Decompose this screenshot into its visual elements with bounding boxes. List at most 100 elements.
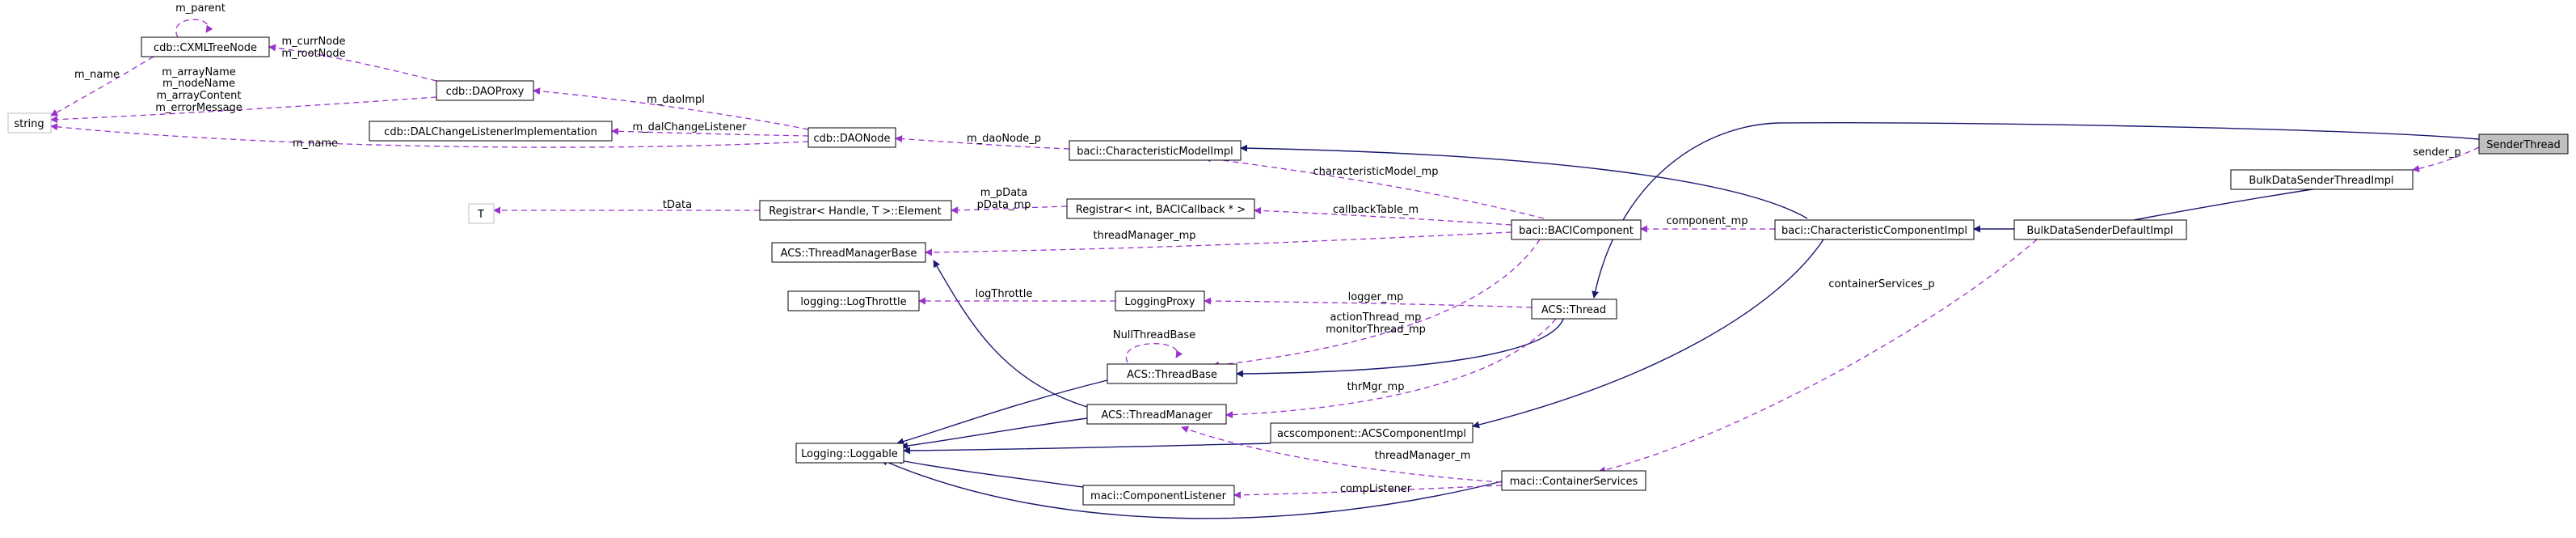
edge-threadmanager-mp bbox=[925, 231, 1512, 256]
svg-text:cdb::DAONode: cdb::DAONode bbox=[813, 133, 890, 145]
node-sender-thread[interactable]: SenderThread bbox=[2478, 133, 2569, 155]
edge-m-currnode bbox=[268, 44, 437, 82]
node-loggable[interactable]: Logging::Loggable bbox=[795, 443, 904, 464]
label-thrmgr-mp: thrMgr_mp bbox=[1347, 381, 1405, 393]
label-nullthreadbase: NullThreadBase bbox=[1113, 329, 1195, 341]
node-characteristic-component[interactable]: baci::CharacteristicComponentImpl bbox=[1774, 219, 1975, 240]
edge-actionthread-mp bbox=[1212, 239, 1541, 369]
label-m-name-daonode: m_name bbox=[293, 138, 338, 150]
edge-callbacktable-m bbox=[1254, 206, 1512, 226]
svg-text:BulkDataSenderDefaultImpl: BulkDataSenderDefaultImpl bbox=[2026, 225, 2173, 237]
svg-text:Registrar< int, BACICallback *: Registrar< int, BACICallback * > bbox=[1076, 204, 1246, 216]
node-t[interactable]: T bbox=[468, 203, 495, 224]
node-thread-base[interactable]: ACS::ThreadBase bbox=[1107, 363, 1237, 384]
svg-text:BulkDataSenderThreadImpl: BulkDataSenderThreadImpl bbox=[2249, 175, 2393, 187]
label-tdata: tData bbox=[663, 199, 692, 211]
node-bulk-sender-thread[interactable]: BulkDataSenderThreadImpl bbox=[2230, 169, 2414, 190]
label-containerservices-p: containerServices_p bbox=[1828, 278, 1934, 290]
label-m-pdata: m_pData bbox=[980, 187, 1027, 199]
svg-text:ACS::ThreadManager: ACS::ThreadManager bbox=[1101, 409, 1212, 422]
svg-text:Registrar< Handle, T >::Elemen: Registrar< Handle, T >::Element bbox=[769, 205, 942, 218]
label-logthrottle: logThrottle bbox=[976, 288, 1033, 300]
svg-text:ACS::ThreadManagerBase: ACS::ThreadManagerBase bbox=[781, 248, 917, 260]
label-logger-mp: logger_mp bbox=[1348, 291, 1404, 303]
node-baci-component[interactable]: baci::BACIComponent bbox=[1511, 219, 1642, 240]
label-m-daoimpl: m_daoImpl bbox=[647, 94, 705, 106]
label-m-arraycontent: m_arrayContent bbox=[157, 90, 242, 102]
label-component-mp: component_mp bbox=[1667, 215, 1748, 227]
edge-acs-component-to-loggable bbox=[903, 443, 1271, 455]
edge-m-pdata bbox=[951, 205, 1068, 214]
node-registrar-element[interactable]: Registrar< Handle, T >::Element bbox=[759, 200, 952, 221]
label-complistener: compListener bbox=[1340, 483, 1412, 495]
svg-text:cdb::DALChangeListenerImplemen: cdb::DALChangeListenerImplementation bbox=[384, 126, 597, 138]
edge-m-name-daonode bbox=[50, 123, 809, 148]
label-threadmanager-mp: threadManager_mp bbox=[1093, 230, 1195, 242]
edge-m-dalchangelistener bbox=[611, 127, 809, 137]
label-m-daonode-p: m_daoNode_p bbox=[967, 133, 1041, 145]
node-cxml-tree-node[interactable]: cdb::CXMLTreeNode bbox=[141, 36, 270, 57]
label-m-parent: m_parent bbox=[175, 2, 226, 15]
node-log-throttle[interactable]: logging::LogThrottle bbox=[787, 290, 920, 311]
node-string[interactable]: string bbox=[7, 112, 52, 133]
edge-thread-manager-to-loggable bbox=[900, 417, 1088, 450]
node-characteristic-model[interactable]: baci::CharacteristicModelImpl bbox=[1069, 140, 1242, 161]
svg-text:maci::ComponentListener: maci::ComponentListener bbox=[1090, 490, 1227, 502]
node-acs-thread[interactable]: ACS::Thread bbox=[1531, 299, 1617, 320]
label-sender-p: sender_p bbox=[2413, 146, 2460, 159]
edge-bulk-default-to-bulk-thread bbox=[2133, 181, 2345, 221]
label-m-arrayname: m_arrayName bbox=[162, 66, 236, 78]
svg-text:cdb::CXMLTreeNode: cdb::CXMLTreeNode bbox=[154, 42, 257, 54]
label-callbacktable-m: callbackTable_m bbox=[1333, 204, 1419, 216]
edge-thread-manager-to-thread-manager-base bbox=[933, 260, 1088, 408]
edge-complistener bbox=[1233, 485, 1503, 499]
node-acs-component[interactable]: acscomponent::ACSComponentImpl bbox=[1270, 422, 1474, 443]
label-pdata-mp: pData_mp bbox=[977, 199, 1031, 211]
label-m-name-cxml: m_name bbox=[74, 69, 120, 81]
node-thread-manager-base[interactable]: ACS::ThreadManagerBase bbox=[771, 242, 926, 263]
svg-text:T: T bbox=[477, 209, 484, 221]
node-bulk-sender-default[interactable]: BulkDataSenderDefaultImpl bbox=[2013, 219, 2187, 240]
edge-dao-proxy-to-string bbox=[50, 96, 437, 124]
node-dao-proxy[interactable]: cdb::DAOProxy bbox=[436, 80, 534, 101]
svg-text:Logging::Loggable: Logging::Loggable bbox=[801, 448, 898, 460]
nodes: cdb::CXMLTreeNode string cdb::DAOProxy c… bbox=[7, 36, 2569, 506]
edge-m-name-cxml bbox=[50, 56, 154, 116]
label-m-dalchangelistener: m_dalChangeListener bbox=[632, 121, 747, 133]
node-dal-change-listener[interactable]: cdb::DALChangeListenerImplementation bbox=[369, 121, 613, 142]
edge-thrmgr-mp bbox=[1225, 318, 1557, 419]
edge-sender-p bbox=[2412, 146, 2480, 172]
edge-characteristicmodel-mp bbox=[1204, 155, 1545, 219]
svg-text:baci::BACIComponent: baci::BACIComponent bbox=[1519, 225, 1634, 237]
edge-container-services-to-loggable bbox=[880, 459, 1503, 519]
label-m-rootnode: m_rootNode bbox=[281, 48, 345, 60]
usage-edges bbox=[50, 19, 2480, 499]
label-characteristicmodel-mp: characteristicModel_mp bbox=[1313, 166, 1439, 178]
edge-characteristic-component-to-acs-component bbox=[1472, 239, 1824, 429]
label-monitorthread-mp: monitorThread_mp bbox=[1326, 324, 1426, 336]
node-container-services[interactable]: maci::ContainerServices bbox=[1501, 470, 1646, 491]
svg-text:baci::CharacteristicModelImpl: baci::CharacteristicModelImpl bbox=[1077, 146, 1233, 158]
svg-text:LoggingProxy: LoggingProxy bbox=[1124, 296, 1195, 308]
svg-text:acscomponent::ACSComponentImpl: acscomponent::ACSComponentImpl bbox=[1277, 428, 1466, 440]
edge-m-parent bbox=[175, 19, 213, 38]
node-thread-manager[interactable]: ACS::ThreadManager bbox=[1086, 404, 1227, 425]
inheritance-edges bbox=[880, 121, 2480, 519]
edge-m-daoimpl bbox=[533, 87, 809, 130]
edge-characteristic-component-to-characteristic-model bbox=[1240, 144, 1808, 219]
node-dao-node[interactable]: cdb::DAONode bbox=[807, 127, 896, 148]
svg-text:baci::CharacteristicComponentI: baci::CharacteristicComponentImpl bbox=[1781, 225, 1967, 237]
svg-text:ACS::ThreadBase: ACS::ThreadBase bbox=[1127, 369, 1217, 381]
svg-text:maci::ContainerServices: maci::ContainerServices bbox=[1510, 476, 1638, 488]
edge-containerservices-p bbox=[1598, 239, 2038, 474]
node-logging-proxy[interactable]: LoggingProxy bbox=[1115, 290, 1205, 311]
svg-text:string: string bbox=[14, 118, 44, 130]
node-registrar-baci[interactable]: Registrar< int, BACICallback * > bbox=[1066, 198, 1255, 219]
node-component-listener[interactable]: maci::ComponentListener bbox=[1082, 485, 1235, 506]
label-m-nodename: m_nodeName bbox=[162, 78, 235, 90]
edge-thread-base-to-loggable bbox=[896, 379, 1108, 445]
edge-sender-thread-to-acs-thread bbox=[1592, 121, 2480, 299]
svg-text:SenderThread: SenderThread bbox=[2486, 139, 2561, 151]
svg-text:logging::LogThrottle: logging::LogThrottle bbox=[800, 296, 906, 308]
